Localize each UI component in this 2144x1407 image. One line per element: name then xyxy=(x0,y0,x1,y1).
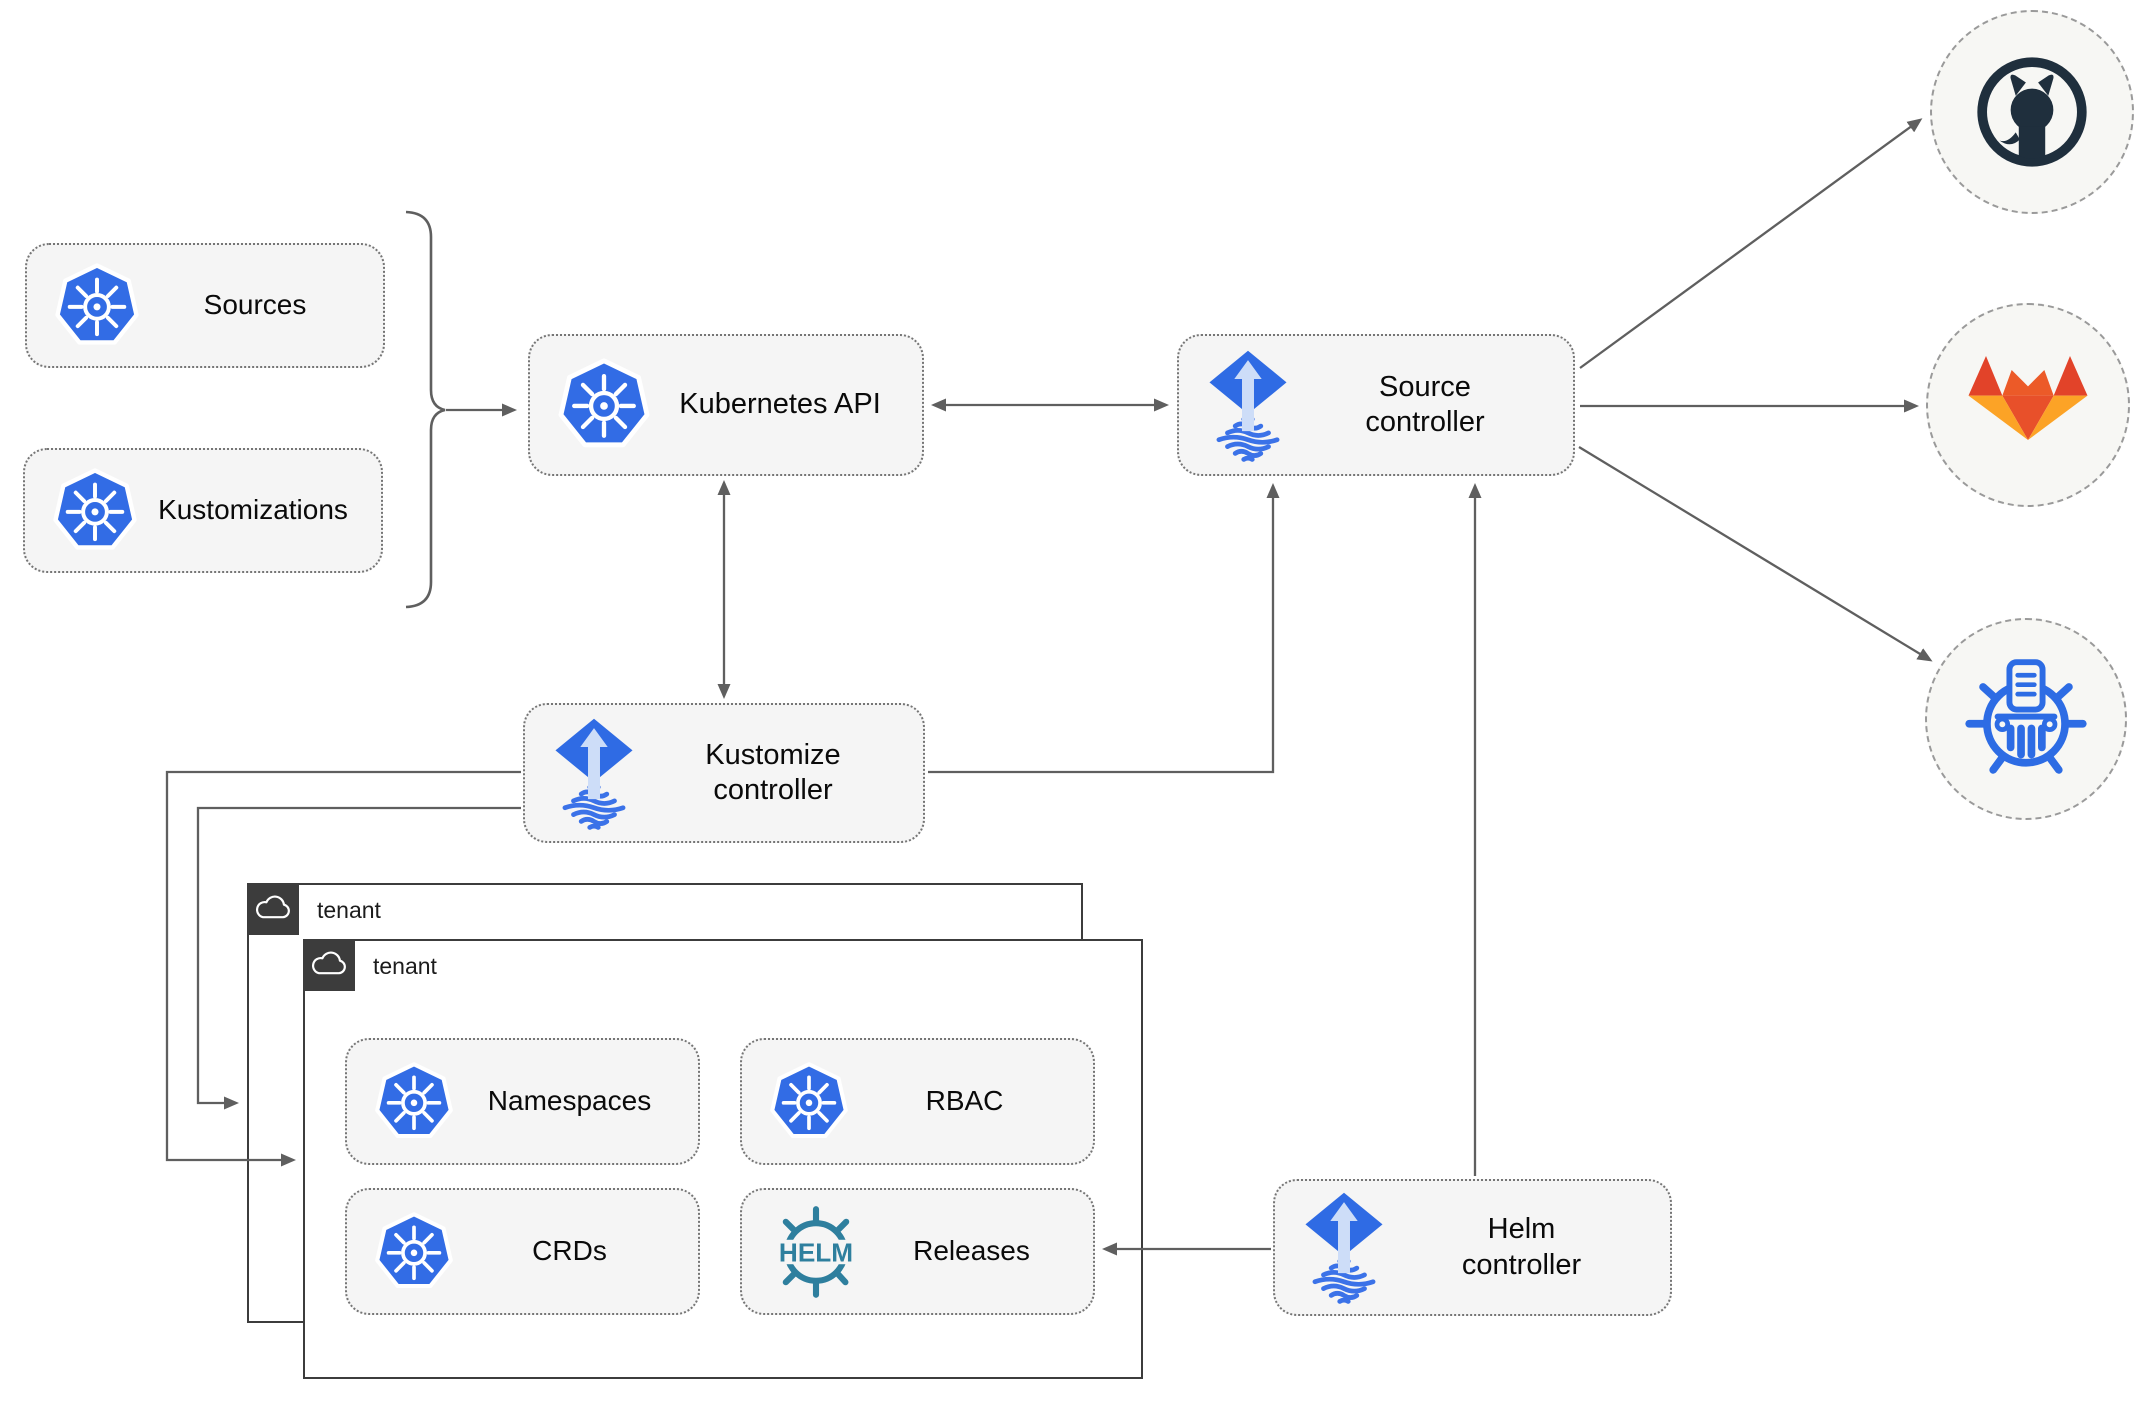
node-source-controller: Source controller xyxy=(1177,334,1575,476)
target-gitlab xyxy=(1926,303,2130,507)
flux-icon xyxy=(551,717,637,830)
node-label: Kustomize controller xyxy=(705,738,841,806)
arrow-source-to-chartmuseum xyxy=(1578,446,1933,662)
arrow-kustomize-to-source xyxy=(928,483,1280,774)
node-kubernetes-api: Kubernetes API xyxy=(528,334,924,476)
node-label: Releases xyxy=(913,1235,1030,1267)
node-label: Source controller xyxy=(1365,370,1485,438)
kubernetes-icon xyxy=(373,1209,455,1295)
gitlab-icon xyxy=(1968,356,2088,440)
target-github xyxy=(1930,10,2134,214)
node-kustomizations: Kustomizations xyxy=(23,448,383,573)
tenant-label: tenant xyxy=(373,953,437,979)
node-namespaces: Namespaces xyxy=(345,1038,700,1165)
tenant-badge xyxy=(246,882,299,935)
kubernetes-icon xyxy=(53,260,141,352)
node-sources: Sources xyxy=(25,243,385,368)
arrow-source-to-github xyxy=(1579,118,1923,369)
node-label: CRDs xyxy=(532,1235,607,1267)
node-helm-controller: Helm controller xyxy=(1273,1179,1672,1316)
tenant-label: tenant xyxy=(317,897,381,923)
flux-icon xyxy=(1205,349,1291,462)
node-label: RBAC xyxy=(925,1085,1004,1117)
cloud-icon xyxy=(311,951,346,974)
node-kustomize-controller: Kustomize controller xyxy=(523,703,925,843)
target-chartmuseum xyxy=(1925,618,2127,820)
node-rbac: RBAC xyxy=(740,1038,1095,1165)
kubernetes-icon xyxy=(768,1059,850,1145)
chartmuseum-icon xyxy=(1955,648,2097,790)
cloud-icon xyxy=(255,895,290,918)
node-label: Kustomizations xyxy=(158,494,348,526)
node-crds: CRDs xyxy=(345,1188,700,1315)
node-label: Sources xyxy=(203,289,307,321)
node-label: Helm controller xyxy=(1461,1213,1582,1281)
node-releases: Releases xyxy=(740,1188,1095,1315)
kubernetes-icon xyxy=(373,1059,455,1145)
helm-icon xyxy=(768,1204,864,1300)
github-icon xyxy=(1971,51,2093,173)
tenant-badge xyxy=(302,938,355,991)
node-label: Namespaces xyxy=(487,1085,652,1117)
kubernetes-icon xyxy=(51,465,139,557)
node-label: Kubernetes API xyxy=(679,388,881,421)
flux-icon xyxy=(1301,1191,1387,1304)
brace-crd-group xyxy=(405,210,446,609)
kubernetes-icon xyxy=(556,355,652,455)
